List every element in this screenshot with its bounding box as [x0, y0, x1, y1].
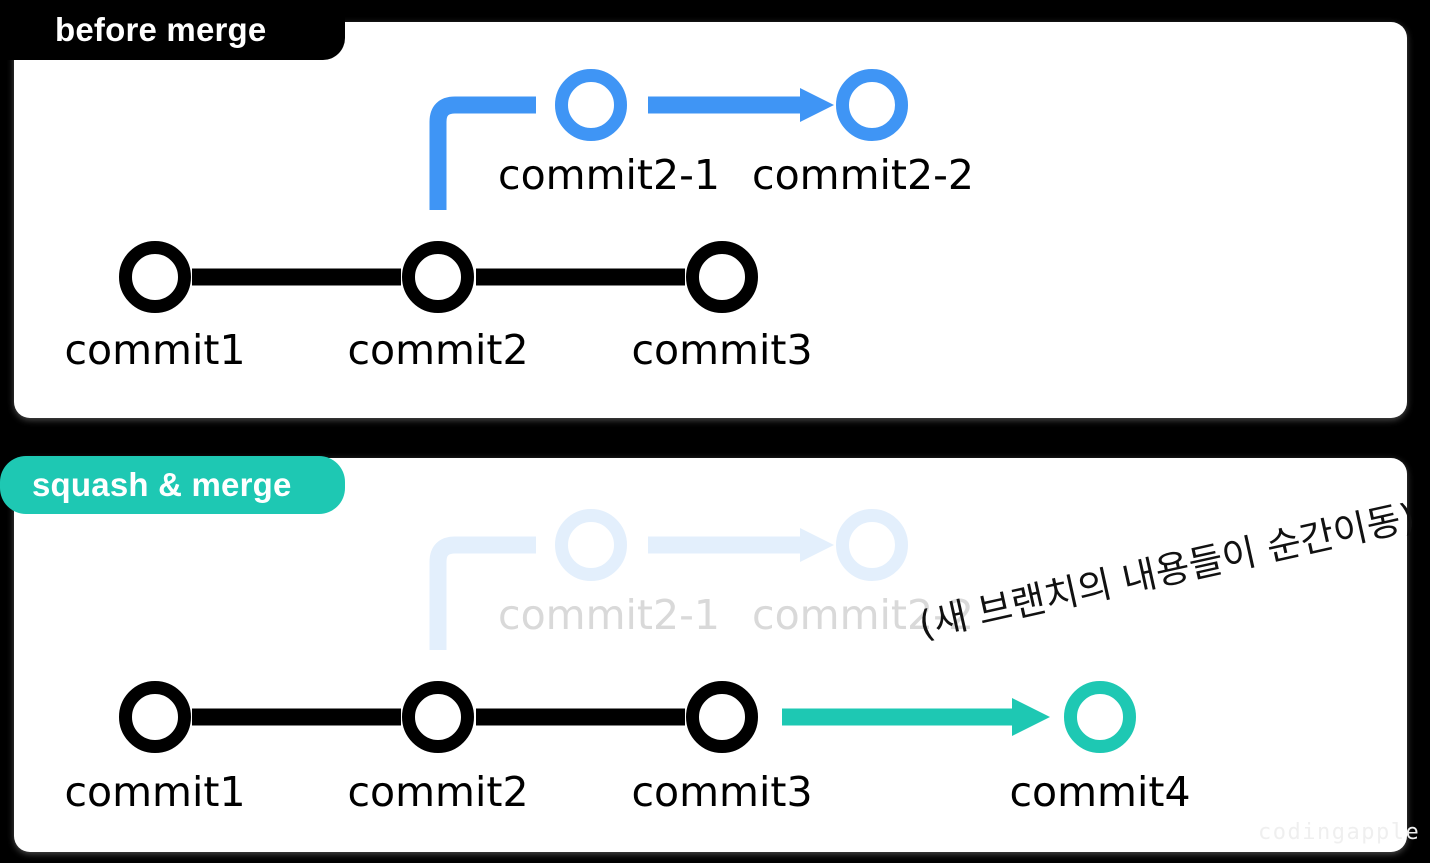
tag-squash-merge: squash & merge [0, 456, 345, 514]
faded-label-commit2-2: commit2-2 [752, 591, 974, 639]
squash-label-commit4: commit4 [1009, 768, 1191, 816]
label-commit2: commit2 [347, 326, 529, 374]
label-commit3: commit3 [631, 326, 813, 374]
label-commit2-2: commit2-2 [752, 151, 974, 199]
squash-label-commit1: commit1 [64, 768, 246, 816]
watermark: codingapple [1258, 820, 1421, 845]
squash-label-commit3: commit3 [631, 768, 813, 816]
panel-squash-merge [14, 458, 1407, 852]
faded-label-commit2-1: commit2-1 [498, 591, 720, 639]
label-commit2-1: commit2-1 [498, 151, 720, 199]
tag-before-merge: before merge [0, 0, 345, 60]
squash-label-commit2: commit2 [347, 768, 529, 816]
panel-before-merge [14, 22, 1407, 418]
label-commit1: commit1 [64, 326, 246, 374]
